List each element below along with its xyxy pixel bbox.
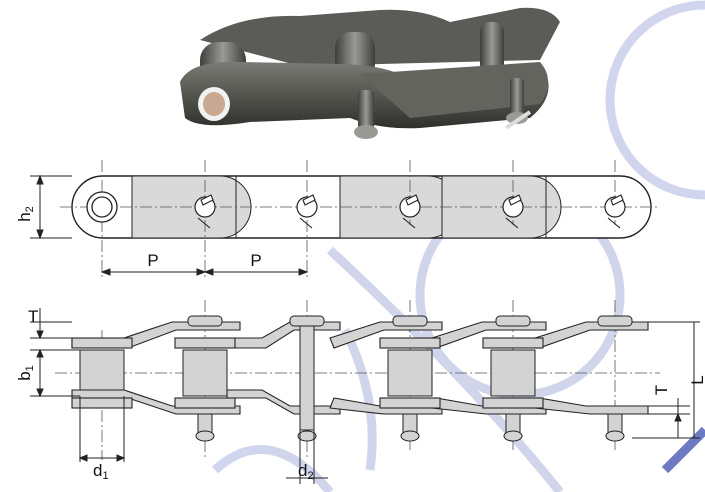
- dimension-pitch: [100, 268, 309, 276]
- pitch-label-left: P: [147, 251, 158, 270]
- pitch-label-right: P: [250, 251, 261, 270]
- t-right-label: T: [652, 385, 671, 395]
- t-top-label: T: [28, 307, 38, 326]
- d1-label: d1: [93, 461, 109, 482]
- dimension-h2: [30, 174, 72, 240]
- side-dimensions: [30, 308, 700, 484]
- b1-label: b1: [15, 365, 36, 381]
- l-right-label: L: [688, 375, 705, 384]
- chain-top-view: [60, 160, 660, 280]
- d2-label: d2: [298, 461, 314, 482]
- chain-links-photo: [180, 7, 560, 139]
- chain-side-view: [55, 300, 660, 460]
- h2-label: h2: [15, 206, 36, 222]
